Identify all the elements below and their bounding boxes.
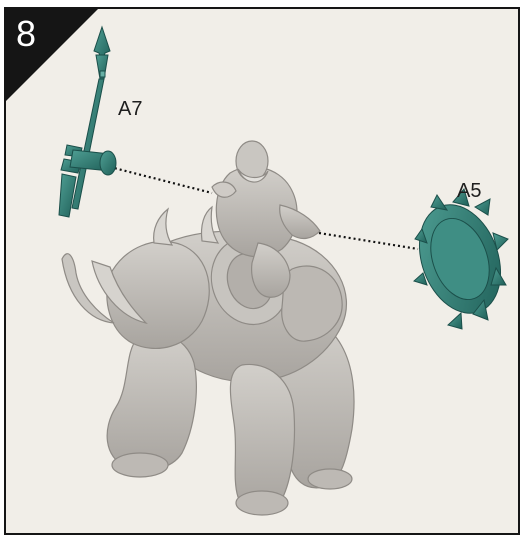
part-a5-shield [405,189,515,329]
guide-line-a7 [110,167,212,193]
beast-horn-right [201,207,218,243]
part-label-a5: A5 [457,179,481,203]
beast-horn-left [154,209,172,245]
miniature-model [62,141,354,515]
front-leg-left [107,333,196,471]
front-leg-right [230,364,294,510]
guide-line-a5 [319,233,418,249]
part-a7-spear [59,27,116,217]
instruction-step-panel: 8 [4,7,520,535]
assembly-illustration [6,9,520,535]
part-label-a7: A7 [118,97,142,121]
